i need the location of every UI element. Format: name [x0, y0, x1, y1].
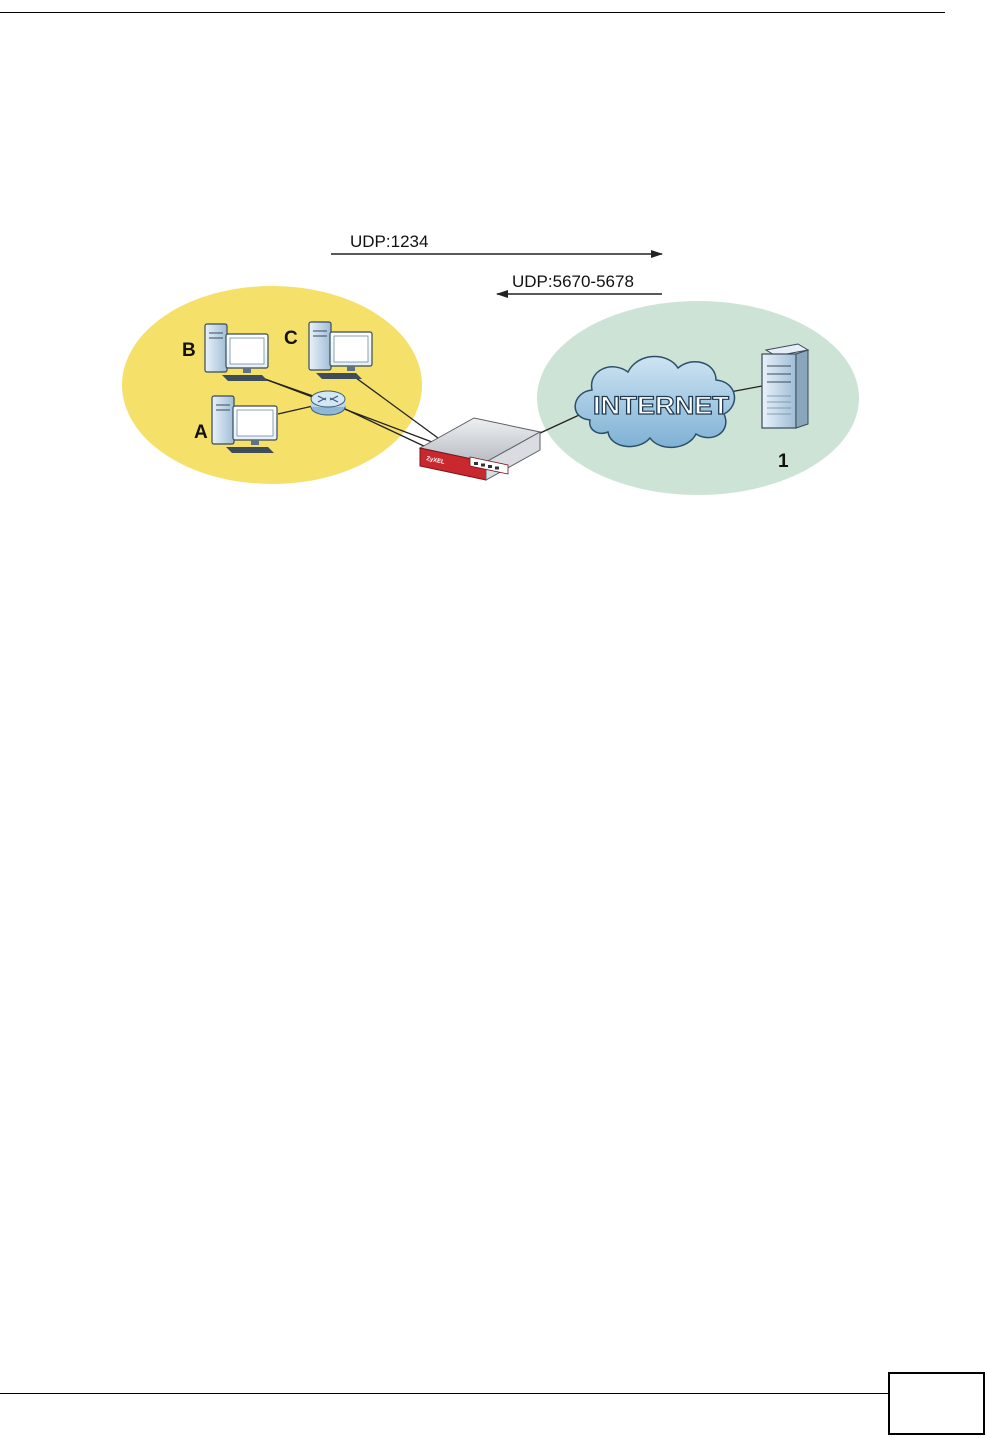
- network-diagram: UDP:1234 UDP:5670-5678 B C: [0, 0, 987, 520]
- server-label: 1: [778, 451, 789, 472]
- internet-cloud-label: INTERNET: [593, 392, 729, 420]
- page-number-box: [888, 1372, 985, 1435]
- footer-rule: [0, 1393, 888, 1394]
- computer-c-label: C: [284, 328, 298, 349]
- switch-icon: [311, 391, 345, 415]
- arrow-inbound-label: UDP:5670-5678: [512, 272, 634, 291]
- computer-b-label: B: [182, 340, 196, 361]
- server-icon: [762, 344, 808, 428]
- lan-zone: [122, 286, 422, 484]
- arrow-outbound-label: UDP:1234: [350, 232, 428, 251]
- computer-a-label: A: [194, 422, 208, 443]
- firewall-device-icon: ZyXEL: [420, 418, 540, 480]
